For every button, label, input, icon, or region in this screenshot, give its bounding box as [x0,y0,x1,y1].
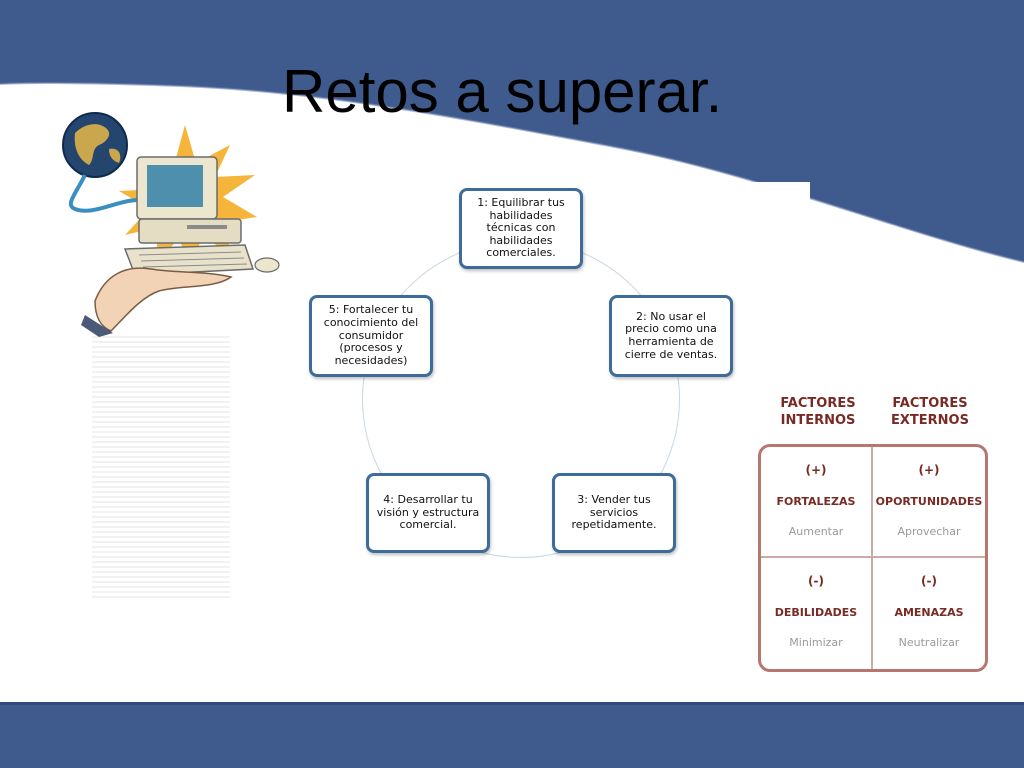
swot-sign: (-) [808,574,824,588]
cycle-node-1: 1: Equilibrar tus habilidades técnicas c… [459,188,583,269]
slide-title: Retos a superar. [282,58,723,125]
cycle-node-3: 3: Vender tus servicios repetidamente. [552,473,676,553]
swot-cell-amenazas: (-) AMENAZAS Neutralizar [873,558,985,669]
bottom-band [0,702,1024,768]
swot-name: FORTALEZAS [776,495,856,508]
hand-shape [81,267,233,337]
swot-header-internal: FACTORES INTERNOS [780,396,856,428]
top-wave-band [0,0,1024,262]
cycle-node-5: 5: Fortalecer tu conocimiento del consum… [309,295,433,377]
swot-matrix: FACTORES INTERNOS FACTORES EXTERNOS (+) … [758,396,990,678]
swot-cell-fortalezas: (+) FORTALEZAS Aumentar [761,447,873,558]
swot-sign: (+) [805,463,827,477]
swot-header-external: FACTORES EXTERNOS [891,396,969,428]
keyboard-shape [123,244,255,276]
computer-with-globe-icon [62,112,280,337]
swot-cell-oportunidades: (+) OPORTUNIDADES Aprovechar [873,447,985,558]
globe-icon [62,112,128,178]
swot-name: DEBILIDADES [774,606,858,619]
swot-action: Minimizar [789,636,843,649]
swot-action: Aumentar [788,525,844,538]
swot-cell-debilidades: (-) DEBILIDADES Minimizar [761,558,873,669]
monitor-shape [136,156,242,244]
decorative-fade-panel [92,336,230,598]
cycle-node-4: 4: Desarrollar tu visión y estructura co… [366,473,490,553]
swot-sign: (-) [921,574,937,588]
swot-sign: (+) [918,463,940,477]
swot-name: OPORTUNIDADES [875,495,983,508]
cycle-node-2: 2: No usar el precio como una herramient… [609,295,733,377]
swot-action: Aprovechar [897,525,961,538]
swot-action: Neutralizar [898,636,960,649]
mouse-shape [254,257,280,273]
bottom-band-edge [0,702,1024,705]
swot-grid: (+) FORTALEZAS Aumentar (+) OPORTUNIDADE… [758,444,988,672]
swot-name: AMENAZAS [894,606,964,619]
top-wave-highlight [0,81,1024,263]
